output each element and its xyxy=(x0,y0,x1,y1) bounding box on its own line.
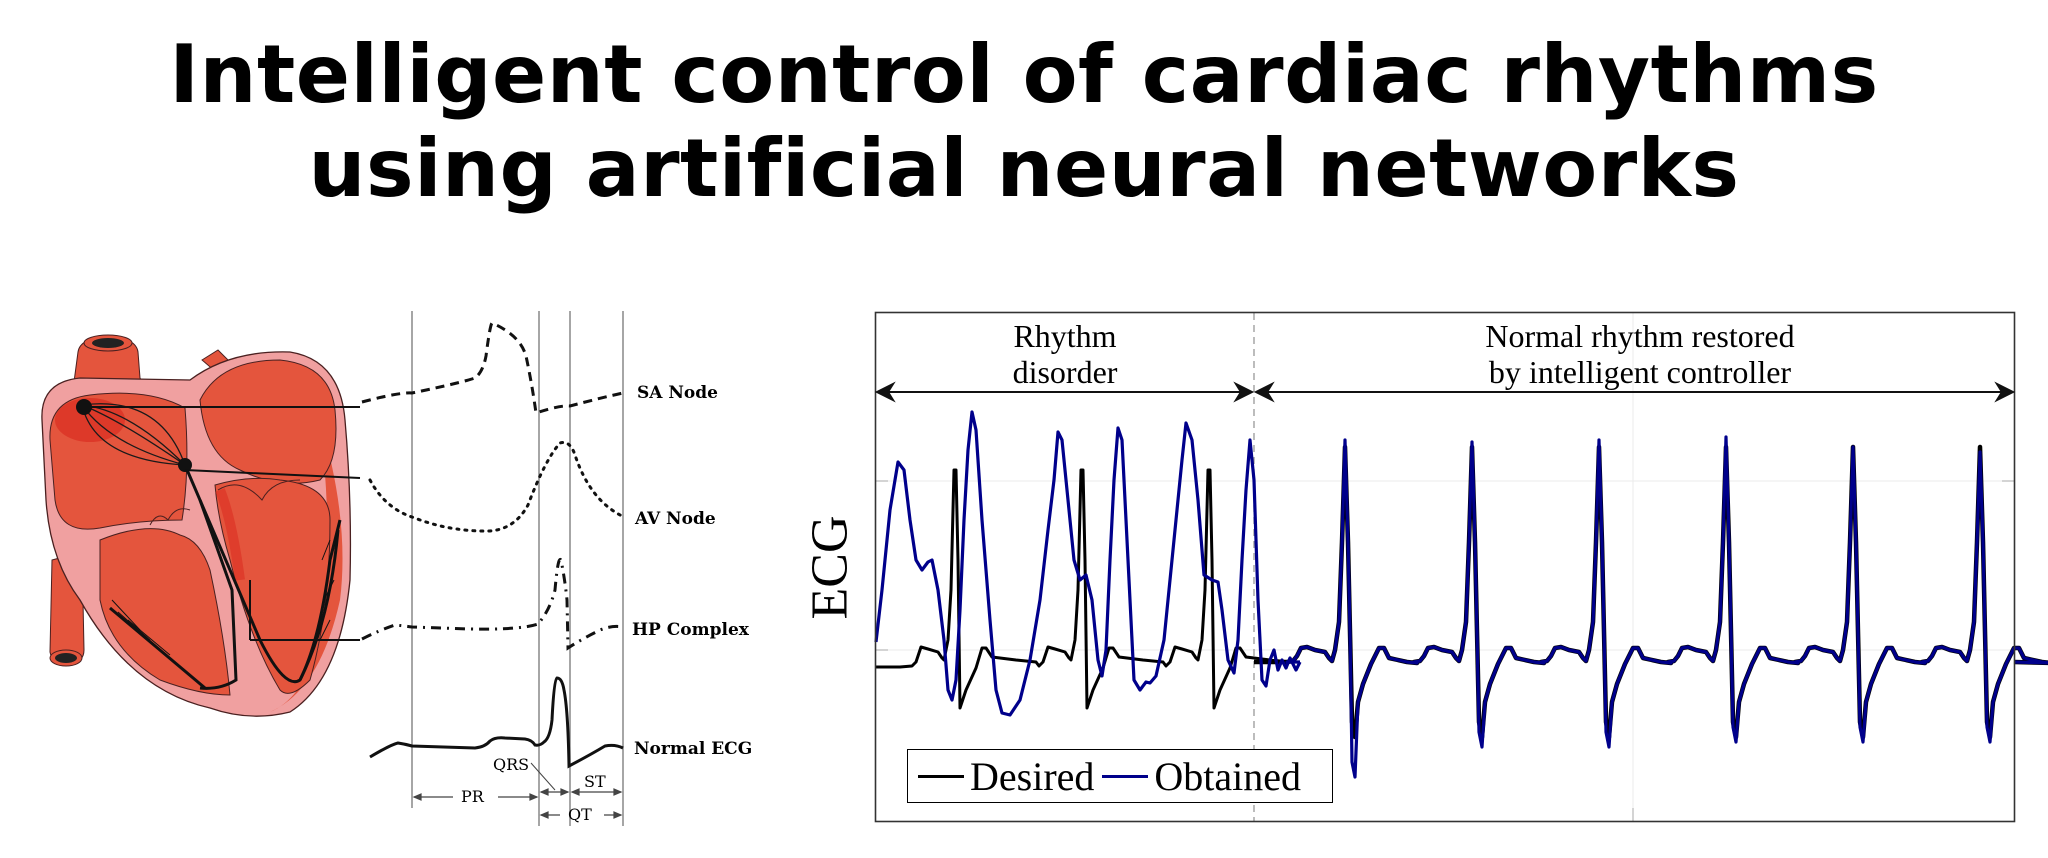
sa-node-wave xyxy=(361,321,624,415)
phase-restored-line-2: by intelligent controller xyxy=(1488,354,1792,390)
legend-label-desired: Desired xyxy=(970,753,1095,799)
label-sa-node: SA Node xyxy=(637,383,718,403)
phase-arrows xyxy=(874,381,2016,403)
chart-legend: Desired Obtained xyxy=(907,749,1333,803)
obtained-series-disorder xyxy=(874,410,1302,717)
phase-disorder-line-2: disorder xyxy=(1012,354,1118,390)
interval-arrows xyxy=(412,762,623,819)
desired-series-disorder xyxy=(876,468,1292,710)
label-av-node: AV Node xyxy=(635,509,716,529)
title-line-1: Intelligent control of cardiac rhythms xyxy=(169,28,1879,121)
page-title: Intelligent control of cardiac rhythms u… xyxy=(0,28,2048,216)
desired-series-restored xyxy=(1254,444,2048,740)
av-node-marker xyxy=(178,458,192,472)
leader-lines xyxy=(84,406,361,641)
interval-st: ST xyxy=(584,772,606,791)
legend-swatch-obtained xyxy=(1102,774,1149,778)
interval-qt: QT xyxy=(568,805,592,824)
legend-label-obtained: Obtained xyxy=(1154,753,1302,799)
normal-ecg-wave xyxy=(369,676,624,769)
hp-complex-wave xyxy=(361,557,624,651)
interval-qrs: QRS xyxy=(493,755,530,774)
obtained-series-restored xyxy=(1285,435,2048,779)
label-hp-complex: HP Complex xyxy=(632,620,749,640)
y-axis-label: ECG xyxy=(801,515,859,620)
legend-swatch-desired xyxy=(918,774,964,778)
label-normal-ecg: Normal ECG xyxy=(634,739,753,759)
chart-ticks xyxy=(876,480,2014,821)
interval-guides xyxy=(411,311,624,826)
heart-illustration xyxy=(41,334,352,717)
phase-restored-line-1: Normal rhythm restored xyxy=(1485,318,1795,354)
chart-frame xyxy=(874,311,2016,823)
phase-disorder-line-1: Rhythm xyxy=(1013,318,1117,354)
phase-label-restored: Normal rhythm restored by intelligent co… xyxy=(1380,318,1900,390)
plot-area xyxy=(874,410,2048,779)
phase-label-disorder: Rhythm disorder xyxy=(965,318,1165,390)
av-node-wave xyxy=(368,441,624,533)
interval-pr: PR xyxy=(461,787,484,806)
title-line-2: using artificial neural networks xyxy=(308,122,1740,215)
